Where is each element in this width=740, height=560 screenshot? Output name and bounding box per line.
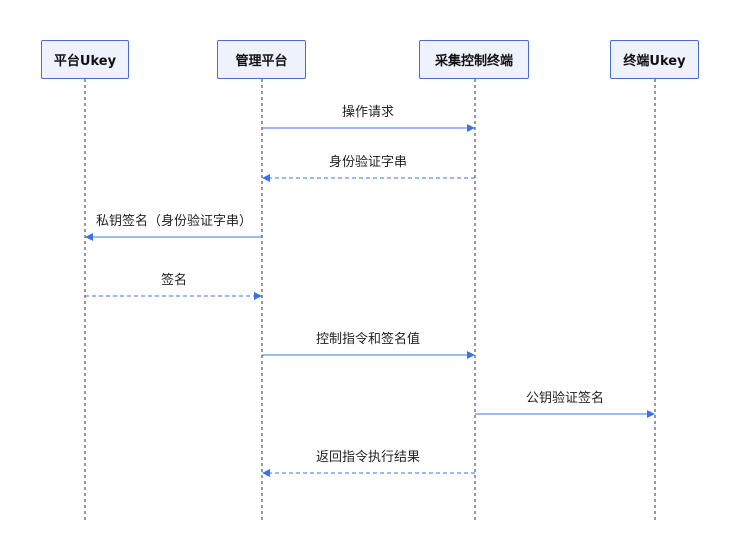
message-arrowhead [262, 469, 270, 477]
message-arrowhead [262, 174, 270, 182]
actor-terminal-ukey: 终端Ukey [610, 40, 699, 79]
actor-platform-ukey: 平台Ukey [41, 40, 129, 79]
message-label-private-key-sign: 私钥签名（身份验证字串） [95, 214, 252, 229]
actor-management-platform: 管理平台 [217, 40, 306, 79]
message-label-signature: 签名 [160, 273, 187, 288]
message-arrows [85, 124, 655, 477]
message-label-public-key-verify: 公钥验证签名 [525, 391, 604, 406]
message-label-auth-string: 身份验证字串 [328, 155, 407, 170]
message-label-return-result: 返回指令执行结果 [315, 450, 420, 465]
message-label-control-command: 控制指令和签名值 [315, 332, 420, 347]
message-label-operation-request: 操作请求 [341, 105, 394, 120]
message-arrowhead [647, 410, 655, 418]
message-arrowhead [254, 292, 262, 300]
message-arrowhead [85, 233, 93, 241]
message-arrowhead [467, 351, 475, 359]
message-arrowhead [467, 124, 475, 132]
actor-collection-terminal: 采集控制终端 [419, 40, 529, 79]
